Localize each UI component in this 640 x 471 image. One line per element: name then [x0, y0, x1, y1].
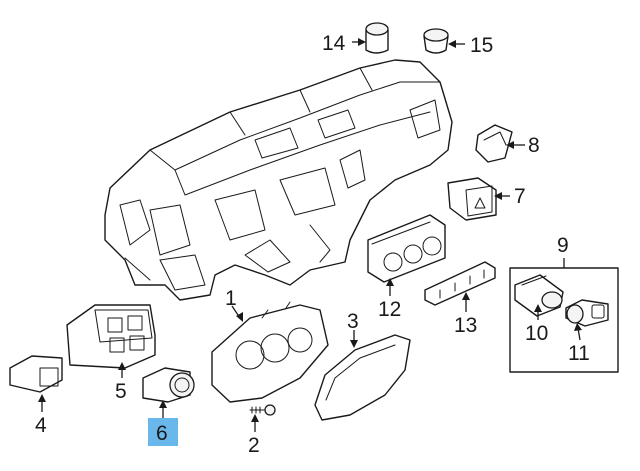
dashboard-frame: [104, 59, 453, 301]
part-4-switch: [9, 355, 63, 393]
part-8-switch: [475, 124, 513, 163]
callout-15: 15: [470, 34, 493, 57]
part-3-cluster-lens: [314, 334, 411, 421]
callout-1: 1: [225, 287, 237, 310]
callout-10: 10: [525, 322, 548, 345]
part-5-switch-panel: [66, 304, 156, 369]
callout-7: 7: [514, 185, 526, 208]
callout-13: 13: [454, 314, 477, 337]
callout-5: 5: [115, 380, 127, 403]
leader-lines: [38, 38, 582, 432]
callout-3: 3: [347, 310, 359, 333]
part-7-hazard-switch: [447, 177, 497, 221]
part-14-knob: [365, 22, 389, 54]
part-1-instrument-cluster: [211, 301, 329, 403]
callout-labels: 14 15 8 7 9 10 11 12 13 1 3 5 4 6 2: [35, 32, 590, 457]
callout-2: 2: [248, 434, 260, 457]
part-11-ignition-ring: [565, 299, 609, 327]
callout-6: 6: [156, 422, 168, 445]
callout-9: 9: [557, 234, 569, 257]
part-12-climate-control: [367, 214, 446, 283]
callout-4: 4: [35, 414, 47, 437]
callout-8: 8: [528, 134, 540, 157]
callout-12: 12: [378, 298, 401, 321]
part-9-ignition-kit: [509, 267, 619, 373]
callout-11: 11: [568, 342, 590, 365]
part-2-screw: [249, 404, 276, 416]
part-15-knob: [423, 28, 449, 54]
part-10-ignition-switch: [514, 274, 564, 317]
callout-14: 14: [322, 32, 346, 55]
callout-6-highlight: [148, 418, 178, 446]
part-13-switch-strip: [424, 261, 496, 306]
part-6-push-button: [142, 367, 195, 403]
